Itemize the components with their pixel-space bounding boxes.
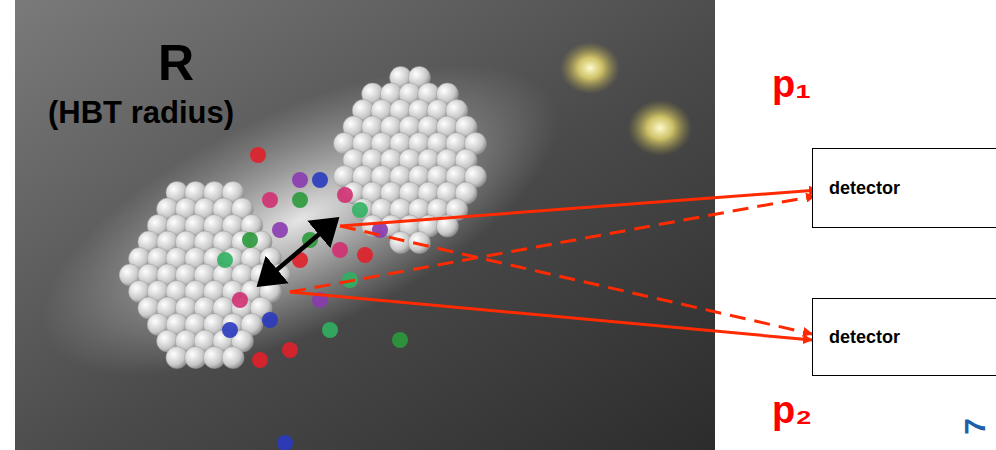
- exchange-track: [340, 226, 812, 334]
- spectator: [560, 42, 620, 94]
- parton: [332, 242, 348, 258]
- momentum-label: p₂: [772, 390, 812, 432]
- parton: [337, 187, 353, 203]
- detector-label: detector: [829, 178, 900, 199]
- parton: [282, 342, 298, 358]
- detector-box: detector: [812, 298, 996, 376]
- quark-gluon-plasma: [217, 147, 408, 450]
- parton: [222, 322, 238, 338]
- parton: [312, 172, 328, 188]
- parton: [232, 292, 248, 308]
- exchange-track: [290, 196, 815, 292]
- parton: [392, 332, 408, 348]
- parton: [242, 232, 258, 248]
- parton: [250, 147, 266, 163]
- parton: [292, 192, 308, 208]
- detector-box: detector: [812, 148, 996, 228]
- parton: [262, 192, 278, 208]
- nucleon: [408, 232, 430, 254]
- spectator: [628, 100, 692, 156]
- parton: [252, 352, 268, 368]
- radius-arrow: [260, 220, 336, 284]
- parton: [292, 172, 308, 188]
- page-number: 7: [958, 418, 991, 435]
- fireball-glow: [0, 2, 600, 438]
- parton: [357, 247, 373, 263]
- parton: [217, 252, 233, 268]
- nucleon: [222, 347, 244, 369]
- nucleus: [119, 182, 291, 369]
- parton: [322, 322, 338, 338]
- radius-symbol: R: [158, 36, 194, 91]
- parton: [277, 435, 293, 450]
- parton: [262, 312, 278, 328]
- detector-label: detector: [829, 327, 900, 348]
- parton: [272, 222, 288, 238]
- parton: [352, 202, 368, 218]
- radius-label: (HBT radius): [48, 96, 234, 130]
- momentum-label: p₁: [772, 64, 811, 106]
